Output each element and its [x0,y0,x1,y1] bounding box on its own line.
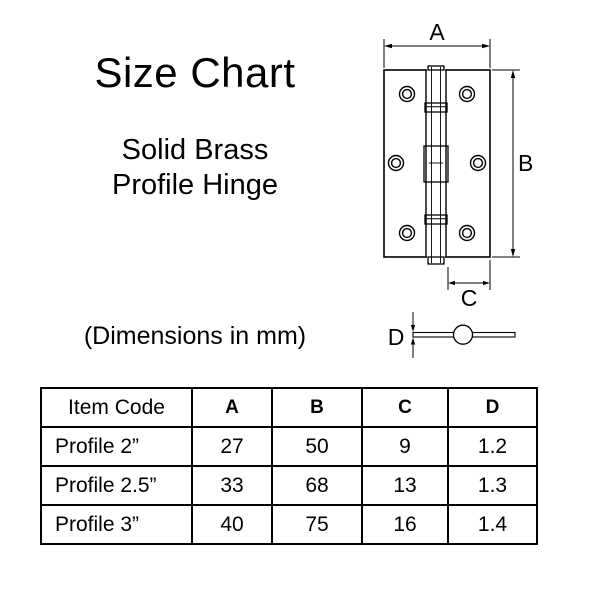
dimensions-note: (Dimensions in mm) [83,322,307,350]
dim-d-cell: 1.3 [447,465,538,506]
table-header-row: Item Code A B C D [40,387,538,428]
pin-top-cap [427,65,445,71]
dim-c-cell: 9 [361,426,449,467]
screw-hole [458,224,476,242]
dimension-b [492,69,520,258]
header-dim-a: A [191,387,273,428]
size-spec-table: Item Code A B C D Profile 2” 27 50 9 1.2… [40,387,538,545]
side-view-barrel [452,324,474,345]
knuckle-middle [423,145,449,183]
hinge-pin-knuckle [423,65,449,265]
dim-a-cell: 33 [191,465,273,506]
hinge-front-view [383,65,491,265]
subtitle-line-2: Profile Hinge [111,169,279,201]
knuckle-band-bottom [424,214,448,225]
dimension-a-label: A [429,20,445,45]
header-item-code: Item Code [40,387,193,428]
screw-hole [398,85,416,103]
table-row: Profile 3” 40 75 16 1.4 [40,504,538,545]
hinge-technical-drawing: A B C D [383,20,533,358]
screw-hole [398,224,416,242]
screw-hole [469,154,487,172]
dim-b-cell: 75 [271,504,363,545]
header-dim-c: C [361,387,449,428]
dim-d-cell: 1.4 [447,504,538,545]
dim-a-cell: 40 [191,504,273,545]
hinge-side-view [412,324,516,345]
dimension-a [383,39,491,68]
product-subtitle: Solid Brass Profile Hinge [40,133,350,203]
item-code-cell: Profile 2” [40,426,193,467]
screw-hole [387,154,405,172]
table-row: Profile 2” 27 50 9 1.2 [40,426,538,467]
dim-b-cell: 68 [271,465,363,506]
header-dim-b: B [271,387,363,428]
dimension-d [410,312,416,358]
dim-d-cell: 1.2 [447,426,538,467]
screw-holes [387,85,487,242]
dim-c-cell: 13 [361,465,449,506]
page-title: Size Chart [94,49,296,96]
header-dim-d: D [447,387,538,428]
dimension-b-label: B [518,150,533,176]
item-code-cell: Profile 3” [40,504,193,545]
dim-c-cell: 16 [361,504,449,545]
dimension-c-label: C [461,285,478,311]
screw-hole [458,85,476,103]
dimension-c [447,260,491,290]
dimension-d-label: D [388,324,405,350]
subtitle-line-1: Solid Brass [121,134,269,166]
item-code-cell: Profile 2.5” [40,465,193,506]
table-row: Profile 2.5” 33 68 13 1.3 [40,465,538,506]
pin-bottom-cap [427,256,445,265]
dim-b-cell: 50 [271,426,363,467]
knuckle-band-top [424,102,448,113]
dim-a-cell: 27 [191,426,273,467]
